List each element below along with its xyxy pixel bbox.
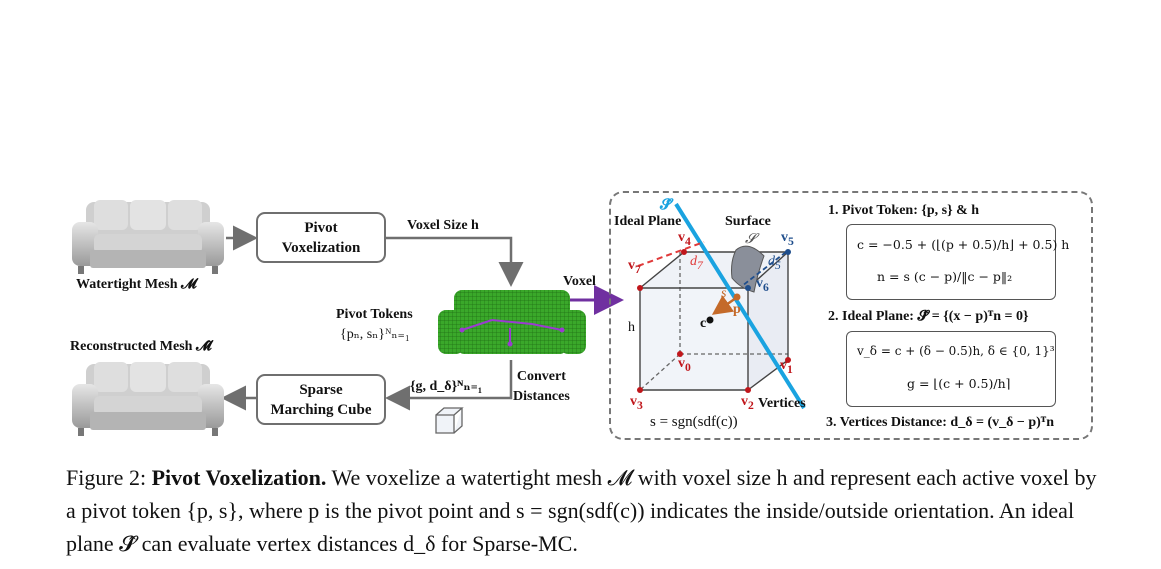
c-label: c [700, 316, 707, 331]
caption-title: Pivot Voxelization. [151, 465, 327, 490]
v7-label: v7 [628, 258, 641, 276]
arrow-convert [385, 360, 513, 411]
caption-body: We voxelize a watertight mesh 𝓜 with vox… [66, 465, 1097, 556]
formula-n: n = s (c − p)/‖c − p‖₂ [877, 269, 1013, 284]
figure-caption: Figure 2: Pivot Voxelization. We voxeliz… [66, 461, 1106, 560]
d5-sub: 5 [775, 258, 781, 272]
v3-text: v [630, 394, 637, 409]
v7-text: v [628, 258, 635, 273]
pivot-tokens-set: {pₙ, sₙ}ᴺₙ₌₁ [340, 327, 410, 342]
formula-v: v_δ = c + (δ − 0.5)h, δ ∈ {0, 1}³ [857, 344, 1055, 358]
v2-sub: 2 [748, 398, 754, 412]
v0-label: v0 [678, 356, 691, 374]
voxelized-sofa-image [438, 290, 586, 354]
step1-heading: 1. Pivot Token: {p, s} & h [828, 203, 980, 218]
formula-g: g = ⌊(c + 0.5)/h⌉ [907, 376, 1011, 391]
v6-label: v6 [756, 276, 769, 294]
reconstructed-sofa-image [72, 362, 224, 436]
v4-label: v4 [678, 230, 691, 248]
watertight-mesh-label: Watertight Mesh 𝓜 [76, 277, 197, 292]
step2-heading: 2. Ideal Plane: 𝓢̂ = {(x − p)ᵀn = 0} [828, 309, 1029, 324]
v1-sub: 1 [787, 362, 793, 376]
v5-sub: 5 [788, 234, 794, 248]
detail-panel [609, 191, 1093, 440]
d5-text: d [768, 254, 775, 269]
v6-sub: 6 [763, 280, 769, 294]
v4-sub: 4 [685, 234, 691, 248]
ideal-plane-label: Ideal Plane [614, 214, 682, 229]
v2-label: v2 [741, 394, 754, 412]
v4-text: v [678, 230, 685, 245]
d7-text: d [690, 254, 697, 269]
v0-sub: 0 [685, 360, 691, 374]
formula-box-1: c = −0.5 + (⌊(p + 0.5)/h⌋ + 0.5) h n = s… [846, 224, 1069, 300]
v7-sub: 7 [635, 262, 641, 276]
cube-diagram [637, 202, 806, 410]
voxel-label: Voxel [563, 274, 596, 289]
v5-text: v [781, 230, 788, 245]
caption-prefix: Figure 2: [66, 465, 152, 490]
v6-text: v [756, 276, 763, 291]
pivot-voxelization-box: Pivot Voxelization [256, 212, 386, 263]
v2-text: v [741, 394, 748, 409]
pivot-voxelization-text: Pivot Voxelization [281, 219, 361, 256]
small-cube-icon [435, 407, 464, 434]
v3-sub: 3 [637, 398, 643, 412]
pivot-tokens-label: Pivot Tokens [336, 307, 413, 322]
reconstructed-mesh-label: Reconstructed Mesh 𝓜̂ [70, 339, 212, 354]
h-label: h [628, 320, 635, 335]
s-label: s [721, 286, 727, 301]
formula-box-2: v_δ = c + (δ − 0.5)h, δ ∈ {0, 1}³ g = ⌊(… [846, 331, 1056, 407]
step3-heading: 3. Vertices Distance: d_δ = (v_δ − p)ᵀn [826, 415, 1054, 430]
d5-label: d5 [768, 254, 781, 272]
sdf-formula: s = sgn(sdf(c)) [650, 414, 738, 430]
v3-label: v3 [630, 394, 643, 412]
vertices-label: Vertices [758, 396, 806, 411]
convert-distances-label: Convert Distances [513, 369, 570, 404]
sparse-mc-text: Sparse Marching Cube [270, 381, 372, 418]
surface-label: Surface [725, 214, 771, 229]
v1-label: v1 [780, 358, 793, 376]
voxel-size-label: Voxel Size h [407, 218, 479, 233]
v1-text: v [780, 358, 787, 373]
v5-label: v5 [781, 230, 794, 248]
surface-s-label: 𝓢 [745, 232, 756, 247]
sparse-mc-box: Sparse Marching Cube [256, 374, 386, 425]
watertight-sofa-image [72, 200, 224, 274]
arrow-voxel-size [386, 236, 524, 287]
s-hat-label: 𝓢̂ [660, 197, 672, 213]
p-label: p [733, 302, 741, 317]
v0-text: v [678, 356, 685, 371]
g-d-set: {g, d_δ}ᴺₙ₌₁ [410, 379, 483, 394]
d7-label: d7 [690, 254, 703, 272]
formula-c: c = −0.5 + (⌊(p + 0.5)/h⌋ + 0.5) h [857, 237, 1070, 252]
d7-sub: 7 [697, 258, 703, 272]
